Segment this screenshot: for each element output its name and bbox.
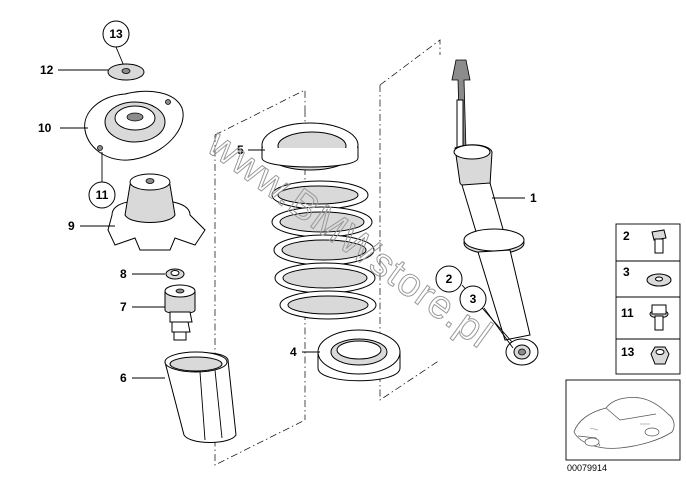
part-6-protection-tube[interactable]: [164, 351, 237, 443]
callout-11-label: 11: [96, 188, 109, 202]
callout-6: 6: [120, 371, 165, 385]
legend-item-washer-label: 3: [623, 265, 630, 279]
part-1-shock-absorber[interactable]: [451, 59, 539, 366]
part-5-upper-spring-pad[interactable]: [261, 122, 359, 171]
part-10-strut-mount[interactable]: [84, 90, 184, 161]
washer-hole: [655, 276, 663, 282]
callout-3-label: 3: [470, 292, 477, 306]
legend-item-flange-bolt-label: 11: [621, 306, 634, 320]
callout-9-label: 9: [68, 219, 75, 233]
callout-8-label: 8: [120, 267, 127, 281]
callout-13[interactable]: 13: [102, 20, 130, 67]
flange-bolt-head: [651, 304, 667, 315]
coil-spring[interactable]: [271, 180, 377, 320]
callout-10: 10: [38, 121, 88, 135]
nut-hole: [655, 349, 665, 355]
part-4-lower-spring-pad[interactable]: [317, 329, 401, 382]
callout-3[interactable]: 3: [459, 285, 514, 349]
part-8-ring[interactable]: [165, 268, 185, 280]
part-7-bump-stop[interactable]: [164, 284, 196, 341]
callout-8: 8: [120, 267, 165, 281]
callout-1: 1: [492, 191, 537, 205]
flange-bolt-shaft: [654, 315, 664, 331]
diagram-code: 00079914: [567, 463, 607, 473]
callout-11[interactable]: 11: [88, 152, 116, 209]
callout-9: 9: [68, 219, 115, 233]
legend-item-nut-label: 13: [621, 345, 635, 359]
callout-4-label: 4: [290, 345, 297, 359]
legend-item-bolt[interactable]: 2: [623, 229, 667, 254]
callout-13-label: 13: [109, 27, 123, 41]
bolt-shaft: [654, 238, 664, 254]
callout-5-label: 5: [237, 143, 244, 157]
callout-1-label: 1: [530, 191, 537, 205]
callout-12: 12: [40, 63, 108, 77]
car-thumbnail[interactable]: [565, 379, 681, 461]
legend-item-nut[interactable]: 13: [621, 345, 670, 365]
legend-item-bolt-label: 2: [623, 229, 630, 243]
legend-item-washer[interactable]: 3: [623, 265, 672, 287]
callout-12-label: 12: [40, 63, 54, 77]
callout-6-label: 6: [120, 371, 127, 385]
callout-4: 4: [290, 345, 320, 359]
callout-7-label: 7: [120, 300, 127, 314]
callout-5: 5: [237, 143, 265, 157]
part-9-support[interactable]: [107, 173, 206, 251]
callout-7: 7: [120, 300, 165, 314]
legend-item-flange-bolt[interactable]: 11: [621, 304, 669, 331]
bolt-icon: [651, 229, 667, 241]
callout-2-label: 2: [446, 272, 453, 286]
part-12-washer[interactable]: [107, 63, 145, 81]
callout-10-label: 10: [38, 121, 52, 135]
legend-panel: [615, 223, 681, 375]
nut-icon: [650, 346, 670, 365]
